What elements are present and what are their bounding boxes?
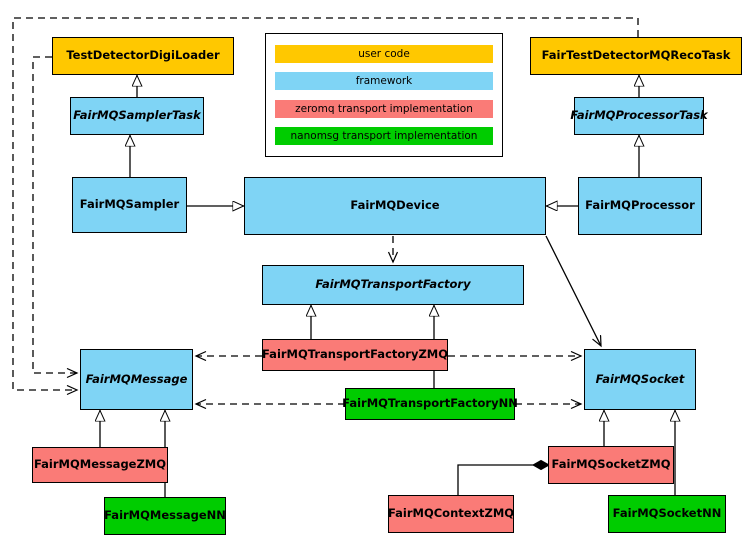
legend-label-framework: framework (355, 75, 413, 88)
class-node-fairmqsocketzmq[interactable]: FairMQSocketZMQ (548, 446, 674, 484)
class-node-fairmqcontextzmq[interactable]: FairMQContextZMQ (388, 495, 514, 533)
class-label: FairTestDetectorMQRecoTask (541, 48, 731, 63)
class-label: FairMQSocketNN (612, 506, 722, 521)
class-node-fairmqtransportfactoryzmq[interactable]: FairMQTransportFactoryZMQ (262, 339, 448, 371)
class-label: FairMQSampler (79, 197, 180, 212)
legend: user code framework zeromq transport imp… (265, 33, 503, 157)
class-label: FairMQProcessor (585, 198, 695, 213)
class-node-fairmqsamplertask[interactable]: FairMQSamplerTask (70, 97, 204, 135)
class-node-fairmqtransportfactorynn[interactable]: FairMQTransportFactoryNN (342, 388, 518, 420)
legend-label-zeromq: zeromq transport implementation (295, 102, 473, 115)
legend-item-framework: framework (275, 72, 493, 91)
class-node-fairmqsocketnn[interactable]: FairMQSocketNN (608, 495, 726, 533)
class-label: FairMQTransportFactoryNN (342, 396, 518, 411)
class-node-fairmqprocessortask[interactable]: FairMQProcessorTask (570, 97, 708, 135)
class-label: FairMQDevice (350, 198, 440, 213)
class-label: FairMQProcessorTask (570, 108, 708, 123)
class-node-fairmqsocket[interactable]: FairMQSocket (584, 349, 696, 410)
legend-label-user-code: user code (358, 47, 410, 60)
class-node-fairmqmessage[interactable]: FairMQMessage (80, 349, 193, 410)
legend-item-user-code: user code (275, 44, 493, 63)
class-label: FairMQTransportFactory (315, 277, 471, 292)
class-node-fairmqmessagezmq[interactable]: FairMQMessageZMQ (32, 447, 168, 483)
class-label: FairMQSocketZMQ (551, 457, 671, 472)
legend-item-nanomsg: nanomsg transport implementation (275, 127, 493, 146)
class-node-fairmqprocessor[interactable]: FairMQProcessor (578, 177, 702, 235)
class-node-fairtestdetectormqrecotask[interactable]: FairTestDetectorMQRecoTask (530, 37, 742, 75)
class-label: FairMQSocket (595, 371, 685, 386)
class-label: FairMQSamplerTask (73, 108, 201, 123)
class-node-fairmqtransportfactory[interactable]: FairMQTransportFactory (262, 265, 524, 305)
class-node-fairmqdevice[interactable]: FairMQDevice (244, 177, 546, 235)
class-label: FairMQContextZMQ (387, 506, 515, 521)
class-label: TestDetectorDigiLoader (66, 48, 220, 63)
class-label: FairMQMessage (85, 371, 188, 386)
class-node-testdetectordigiloader[interactable]: TestDetectorDigiLoader (52, 37, 234, 75)
class-node-fairmqsampler[interactable]: FairMQSampler (72, 177, 187, 233)
class-label: FairMQMessageNN (104, 508, 226, 523)
edge-sockzmq-contextzmq (457, 465, 548, 495)
class-label: FairMQMessageZMQ (33, 457, 167, 472)
legend-label-nanomsg: nanomsg transport implementation (290, 130, 478, 143)
legend-item-zeromq: zeromq transport implementation (275, 99, 493, 118)
class-label: FairMQTransportFactoryZMQ (262, 347, 449, 362)
class-node-fairmqmessagenn[interactable]: FairMQMessageNN (104, 497, 226, 535)
edge-device-socket (545, 235, 601, 346)
